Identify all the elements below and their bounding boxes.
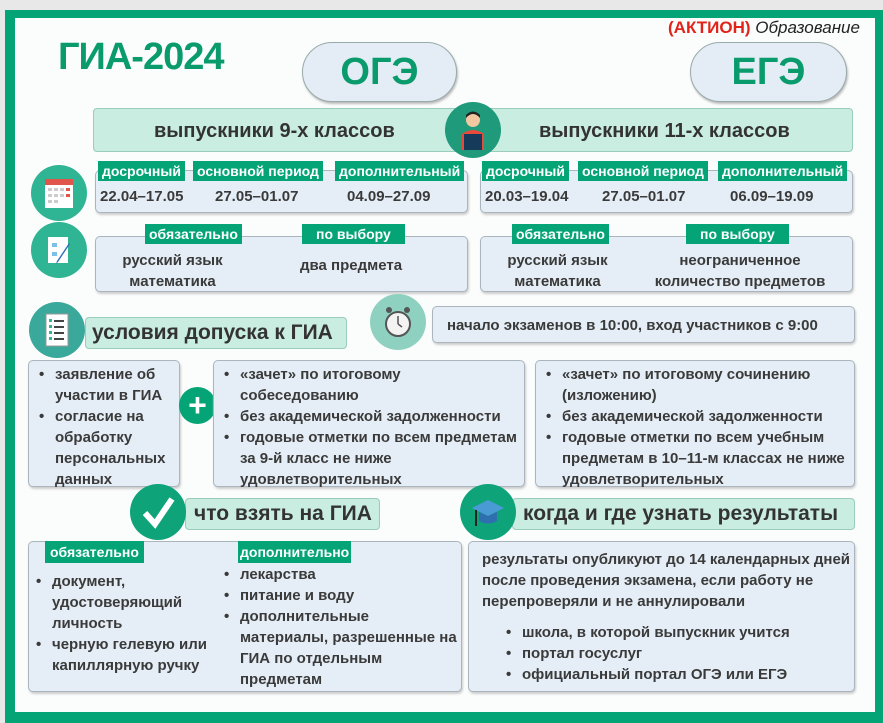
list-item: официальный портал ОГЭ или ЕГЭ	[500, 664, 850, 685]
calendar-icon	[31, 165, 87, 221]
ege-main-dates: 27.05–01.07	[602, 188, 686, 205]
list-item: дополнительные материалы, разрешенные на…	[218, 606, 458, 690]
oge-early-label: досрочный	[98, 161, 185, 181]
page-title: ГИА-2024	[58, 36, 224, 78]
document-pen-icon	[31, 222, 87, 278]
ege-main-label: основной период	[578, 161, 708, 181]
admission-header: условия допуска к ГИА	[85, 317, 347, 349]
subject: математика	[514, 273, 601, 290]
list-item: «зачет» по итоговому сочинению (изложени…	[540, 364, 850, 406]
ege-early-dates: 20.03–19.04	[485, 188, 569, 205]
checklist-icon	[29, 302, 85, 358]
checkmark-icon	[130, 484, 186, 540]
oge-extra-dates: 04.09–27.09	[347, 188, 431, 205]
list-item: годовые отметки по всем учебным предмета…	[540, 427, 850, 490]
oge-extra-label: дополнительный	[335, 161, 465, 181]
list-item: заявление об участии в ГИА	[33, 364, 175, 406]
exam-start-info: начало экзаменов в 10:00, вход участнико…	[432, 306, 855, 343]
oge-required-subjects: русский язык математика	[95, 250, 250, 292]
logo-sub: Образование	[755, 18, 860, 37]
ege-badge: ЕГЭ	[690, 42, 847, 102]
list-item: документ, удостоверяющий личность	[30, 571, 225, 634]
list-item: питание и воду	[218, 585, 458, 606]
list-item: без академической задолженности	[540, 406, 850, 427]
common-conditions-box: заявление об участии в ГИАсогласие на об…	[28, 360, 180, 490]
oge-badge: ОГЭ	[302, 42, 457, 102]
results-text: результаты опубликуют до 14 календарных …	[482, 551, 851, 610]
ege-optional-label: по выбору	[686, 224, 789, 244]
list-item: портал госуслуг	[500, 643, 850, 664]
oge-optional-subjects: два предмета	[300, 257, 403, 274]
ege-extra-label: дополнительный	[718, 161, 848, 181]
list-item: лекарства	[218, 564, 458, 585]
ege-required-label: обязательно	[512, 224, 609, 244]
list-item: черную гелевую или капиллярную ручку	[30, 634, 225, 676]
alarm-clock-icon	[370, 294, 426, 350]
list-item: школа, в которой выпускник учится	[500, 622, 850, 643]
oge-main-label: основной период	[193, 161, 323, 181]
ege-conditions-box: «зачет» по итоговому сочинению (изложени…	[535, 360, 855, 490]
subject: математика	[129, 273, 216, 290]
subject: количество предметов	[654, 273, 826, 290]
ege-extra-dates: 06.09–19.09	[730, 188, 814, 205]
student-icon	[445, 102, 501, 158]
subject: русский язык	[507, 252, 608, 269]
ege-optional-subjects: неограниченное количество предметов	[630, 250, 850, 292]
logo: (АКТИОН) Образование	[668, 18, 860, 38]
bring-additional-label: дополнительно	[238, 541, 352, 563]
bring-required-label: обязательно	[45, 541, 144, 563]
ege-graduates: выпускники 11-х классов	[539, 120, 790, 142]
subject: русский язык	[122, 252, 223, 269]
oge-required-label: обязательно	[145, 224, 242, 244]
oge-graduates: выпускники 9-х классов	[154, 120, 395, 142]
plus-icon: +	[179, 387, 216, 424]
subject: неограниченное	[679, 252, 801, 269]
list-item: согласие на обработку персональных данны…	[33, 406, 175, 490]
oge-optional-label: по выбору	[302, 224, 405, 244]
ege-subjects-box	[480, 236, 853, 292]
bring-header: что взять на ГИА	[185, 498, 380, 530]
oge-early-dates: 22.04–17.05	[100, 188, 184, 205]
list-item: «зачет» по итоговому собеседованию	[218, 364, 520, 406]
oge-subjects-box	[95, 236, 468, 292]
logo-brand: (АКТИОН)	[668, 18, 751, 37]
list-item: годовые отметки по всем предметам за 9-й…	[218, 427, 520, 490]
ege-required-subjects: русский язык математика	[480, 250, 635, 292]
ege-early-label: досрочный	[482, 161, 569, 181]
results-header: когда и где узнать результаты	[512, 498, 855, 530]
oge-conditions-box: «зачет» по итоговому собеседованиюбез ак…	[213, 360, 525, 490]
graduation-cap-icon	[460, 484, 516, 540]
list-item: без академической задолженности	[218, 406, 520, 427]
oge-main-dates: 27.05–01.07	[215, 188, 299, 205]
